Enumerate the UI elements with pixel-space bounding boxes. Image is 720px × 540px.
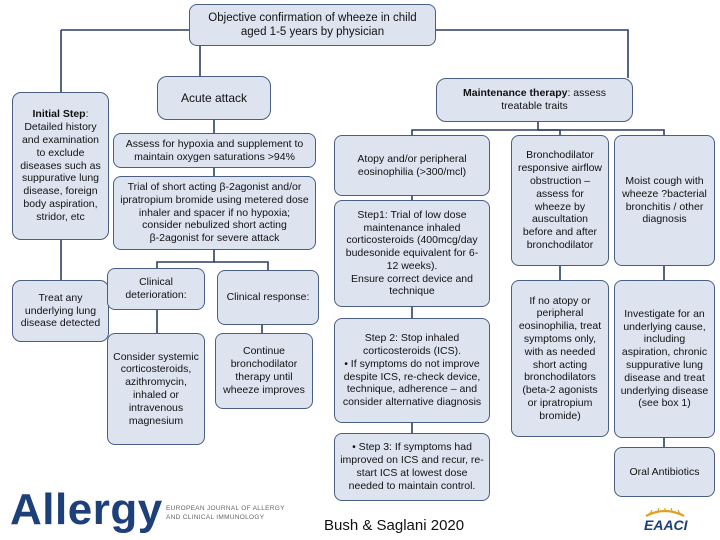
moist-cough-box: Moist cough with wheeze ?bacterial bronc…	[614, 135, 715, 266]
atopy-text: Atopy and/or peripheral eosinophilia (>3…	[357, 152, 467, 178]
clinical-deterioration-text: Clinical deterioration:	[125, 276, 187, 301]
maintenance-therapy-box: Maintenance therapy: assess treatable tr…	[436, 78, 633, 122]
maintenance-therapy-title: Maintenance therapy	[463, 87, 568, 100]
assess-hypoxia-text: Assess for hypoxia and supplement to mai…	[125, 137, 304, 163]
initial-step-title: Initial Step	[32, 108, 86, 121]
trial-saba-text: Trial of short acting β-2agonist and/or …	[120, 181, 309, 245]
atopy-box: Atopy and/or peripheral eosinophilia (>3…	[334, 135, 490, 196]
consider-systemic-text: Consider systemic corticosteroids, azith…	[113, 350, 199, 427]
citation-credit: Bush & Saglani 2020	[324, 517, 465, 534]
treat-underlying-box: Treat any underlying lung disease detect…	[12, 280, 109, 342]
trial-saba-box: Trial of short acting β-2agonist and/or …	[113, 176, 316, 250]
step2-box: Step 2: Stop inhaled corticosteroids (IC…	[334, 318, 490, 423]
acute-attack-text: Acute attack	[180, 90, 248, 105]
assess-hypoxia-box: Assess for hypoxia and supplement to mai…	[113, 133, 316, 168]
oral-antibiotics-text: Oral Antibiotics	[629, 465, 700, 478]
investigate-box: Investigate for an underlying cause, inc…	[614, 280, 715, 438]
journal-name: EUROPEAN JOURNAL OF ALLERGY AND CLINICAL…	[166, 505, 285, 521]
no-atopy-text: If no atopy or peripheral eosinophilia, …	[518, 294, 602, 422]
continue-bronchodilator-box: Continue bronchodilator therapy until wh…	[215, 333, 313, 409]
clinical-response-text: Clinical response:	[226, 291, 310, 304]
step1-box: Step1: Trial of low dose maintenance inh…	[334, 200, 490, 307]
continue-bronchodilator-text: Continue bronchodilator therapy until wh…	[223, 345, 305, 396]
clinical-deterioration-box: Clinical deterioration:	[107, 268, 205, 310]
step1-text: Step1: Trial of low dose maintenance inh…	[345, 208, 479, 298]
bronchodilator-responsive-box: Bronchodilator responsive airflow obstru…	[511, 135, 609, 266]
bronchodilator-responsive-text: Bronchodilator responsive airflow obstru…	[517, 149, 603, 251]
eaaci-logo-text: EAACI	[644, 517, 688, 533]
root-box: Objective confirmation of wheeze in chil…	[189, 4, 436, 46]
maintenance-therapy-text: : assess treatable traits	[501, 87, 606, 112]
acute-attack-box: Acute attack	[157, 76, 271, 120]
moist-cough-text: Moist cough with wheeze ?bacterial bronc…	[622, 174, 707, 226]
step2-text: Step 2: Stop inhaled corticosteroids (IC…	[342, 332, 482, 409]
eaaci-logo-icon	[645, 508, 685, 517]
investigate-text: Investigate for an underlying cause, inc…	[620, 307, 709, 410]
oral-antibiotics-box: Oral Antibiotics	[614, 447, 715, 497]
consider-systemic-box: Consider systemic corticosteroids, azith…	[107, 333, 205, 445]
treat-underlying-text: Treat any underlying lung disease detect…	[20, 291, 101, 330]
step3-box: • Step 3: If symptoms had improved on IC…	[334, 433, 490, 501]
root-text: Objective confirmation of wheeze in chil…	[208, 11, 417, 38]
clinical-response-box: Clinical response:	[217, 270, 319, 325]
initial-step-text: Detailed history and examination to excl…	[20, 121, 101, 223]
initial-step-box: Initial Step: Detailed history and exami…	[12, 92, 109, 240]
initial-step-colon: :	[85, 108, 89, 121]
step3-text: • Step 3: If symptoms had improved on IC…	[340, 441, 484, 492]
allergy-journal-logo: Allergy	[10, 485, 163, 534]
no-atopy-box: If no atopy or peripheral eosinophilia, …	[511, 280, 609, 437]
